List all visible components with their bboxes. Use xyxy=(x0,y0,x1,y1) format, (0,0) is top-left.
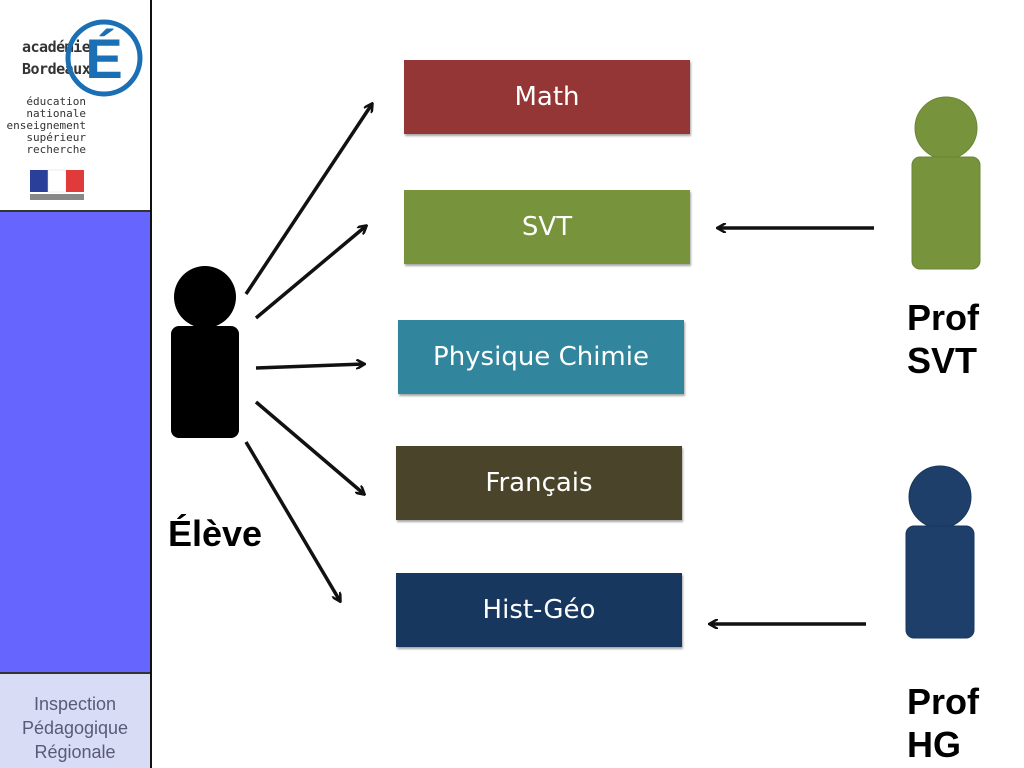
subject-math: Math xyxy=(404,60,690,134)
arrow-to-svt xyxy=(254,226,366,320)
svg-text:É: É xyxy=(85,27,122,90)
subject-hist-geo: Hist-Géo xyxy=(396,573,682,647)
republique-flag-icon xyxy=(30,169,84,200)
subject-francais-label: Français xyxy=(485,468,593,498)
student-person-icon xyxy=(171,266,239,438)
prof-hg-label: Prof HG xyxy=(907,680,979,766)
arrow-to-physique xyxy=(255,364,364,370)
subject-physique-chimie-label: Physique Chimie xyxy=(433,342,649,372)
subject-francais: Français xyxy=(396,446,682,520)
logo-sub-nationale: nationale xyxy=(26,107,86,120)
subject-hist-geo-label: Hist-Géo xyxy=(482,595,596,625)
subject-math-label: Math xyxy=(514,82,580,112)
prof-svt-label-line2: SVT xyxy=(907,340,978,381)
student-label: Élève xyxy=(168,513,263,554)
logo-sub-superieur: supérieur xyxy=(26,131,86,144)
subject-svt: SVT xyxy=(404,190,690,264)
logo-e-icon: É xyxy=(30,19,143,200)
prof-hg-person-icon xyxy=(905,465,975,639)
sidebar: académie Bordeaux É éducation nationale … xyxy=(0,0,152,768)
academie-logo: académie Bordeaux É éducation nationale … xyxy=(0,0,150,212)
prof-hg-label-line1: Prof xyxy=(907,681,979,722)
sidebar-blue-panel xyxy=(0,212,150,674)
logo-sub-recherche: recherche xyxy=(26,143,86,156)
arrow-to-francais xyxy=(254,400,364,494)
logo-sub-enseignement: enseignement xyxy=(6,119,86,132)
inspection-label-box: Inspection Pédagogique Régionale xyxy=(0,674,150,768)
arrow-to-histgeo xyxy=(244,441,340,601)
prof-svt-person-icon xyxy=(911,96,981,270)
arrow-to-math xyxy=(244,104,372,295)
subject-svt-label: SVT xyxy=(521,212,573,242)
subject-physique-chimie: Physique Chimie xyxy=(398,320,684,394)
inspection-line: Inspection xyxy=(33,694,117,714)
prof-svt-label-line1: Prof xyxy=(907,297,979,338)
logo-sub-education: éducation xyxy=(26,95,86,108)
prof-svt-label: Prof SVT xyxy=(907,296,979,382)
regionale-line: Régionale xyxy=(34,742,116,762)
pedagogique-line: Pédagogique xyxy=(21,718,129,738)
prof-hg-label-line2: HG xyxy=(907,724,961,765)
